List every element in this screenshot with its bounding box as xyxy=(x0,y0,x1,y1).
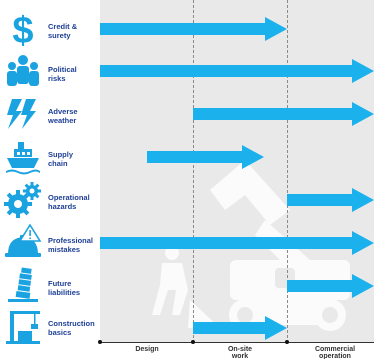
risk-arrow xyxy=(100,17,287,41)
phase-label-design: Design xyxy=(135,346,159,353)
risk-arrow xyxy=(100,59,374,83)
dollar-icon: $ xyxy=(12,10,33,48)
risk-arrow-shape xyxy=(146,145,264,169)
axis-tick xyxy=(98,340,102,344)
risk-arrow-shape xyxy=(193,316,287,340)
risk-arrow-shape xyxy=(287,274,374,298)
lightning-icon xyxy=(7,99,36,129)
row-label-professional-mistakes: Professional mistakes xyxy=(48,236,94,254)
row-label-construction-basics: Construction basics xyxy=(48,319,95,337)
hardhat-warning-icon xyxy=(5,224,42,257)
row-label-operational-hazards: Operational hazards xyxy=(48,193,90,211)
axis-tick xyxy=(285,340,289,344)
row-label-future-liabilities: Future liabilities xyxy=(48,279,81,297)
risk-arrow xyxy=(287,188,374,212)
phase-label-commercial: Commercial operation xyxy=(314,346,356,359)
timeline-axis xyxy=(99,342,374,343)
row-label-supply-chain: Supply chain xyxy=(48,150,74,168)
row-label-political-risks: Political risks xyxy=(48,65,77,83)
risk-arrow-shape xyxy=(100,59,374,83)
phase-divider-1 xyxy=(193,0,194,343)
phase-label-onsite: On-site work xyxy=(227,346,253,359)
axis-tick xyxy=(191,340,195,344)
svg-text:$: $ xyxy=(12,10,33,48)
risk-arrow xyxy=(146,145,264,169)
risk-arrow xyxy=(193,316,287,340)
crane-icon xyxy=(6,311,40,344)
row-label-adverse-weather: Adverse weather xyxy=(48,107,78,125)
row-label-credit-surety: Credit & surety xyxy=(48,22,78,40)
risk-arrow xyxy=(100,231,374,255)
risk-arrow-shape xyxy=(100,231,374,255)
leaning-tower-icon xyxy=(8,267,38,302)
people-group-icon xyxy=(7,55,39,86)
risk-arrow xyxy=(287,274,374,298)
risk-arrow-shape xyxy=(193,102,374,126)
gears-icon xyxy=(4,182,41,218)
ship-icon xyxy=(6,142,40,175)
phase-divider-2 xyxy=(287,0,288,343)
risk-arrow-shape xyxy=(287,188,374,212)
risk-arrow xyxy=(193,102,374,126)
risk-arrow-shape xyxy=(100,17,287,41)
